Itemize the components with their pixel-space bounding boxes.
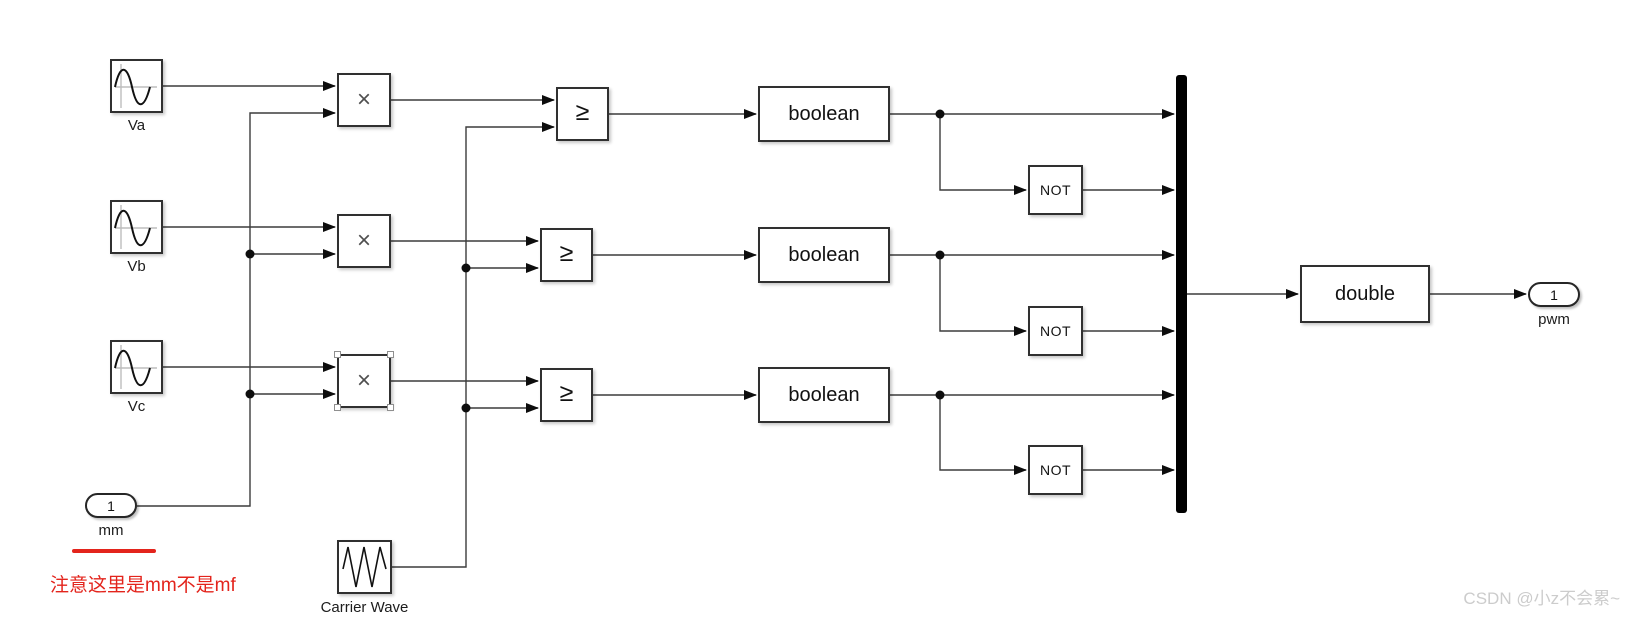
signal-wires <box>137 81 1527 568</box>
outport-number: 1 <box>1550 286 1558 303</box>
sine-source-vb-block[interactable] <box>110 200 163 254</box>
not-block-2[interactable]: NOT <box>1028 306 1083 356</box>
boolean-label: boolean <box>788 102 860 125</box>
sine-wave-icon <box>114 345 157 389</box>
product-block-2[interactable]: × <box>337 214 391 268</box>
sine-wave-icon <box>114 205 157 249</box>
not-label: NOT <box>1039 462 1072 478</box>
product-block-1[interactable]: × <box>337 73 391 127</box>
not-label: NOT <box>1039 182 1072 198</box>
selection-handle[interactable] <box>387 351 394 358</box>
annotation-underline <box>72 549 156 553</box>
vb-label: Vb <box>127 258 146 275</box>
boolean-cast-block-2[interactable]: boolean <box>758 227 890 283</box>
relational-operator-block-1[interactable]: ≥ <box>556 87 609 141</box>
greater-equal-icon: ≥ <box>575 98 590 126</box>
multiply-icon: × <box>356 227 371 254</box>
carrier-wave-label: Carrier Wave <box>320 599 409 616</box>
relational-operator-block-3[interactable]: ≥ <box>540 368 593 422</box>
mm-label: mm <box>98 522 124 539</box>
branch-dots <box>245 109 945 413</box>
not-block-1[interactable]: NOT <box>1028 165 1083 215</box>
selection-handle[interactable] <box>334 404 341 411</box>
pwm-label: pwm <box>1538 311 1570 328</box>
carrier-wave-block[interactable] <box>337 540 392 594</box>
sine-wave-icon <box>114 64 157 108</box>
outport-pwm-block[interactable]: 1 <box>1528 282 1580 307</box>
sine-source-va-block[interactable] <box>110 59 163 113</box>
annotation-text[interactable]: 注意这里是mm不是mf <box>50 575 236 596</box>
mux-block[interactable] <box>1176 75 1187 513</box>
not-label: NOT <box>1039 323 1072 339</box>
boolean-label: boolean <box>788 243 860 266</box>
multiply-icon: × <box>356 86 371 113</box>
inport-mm-block[interactable]: 1 <box>85 493 137 518</box>
multiply-icon: × <box>356 367 371 394</box>
watermark-text: CSDN @小z不会累~ <box>1463 589 1620 608</box>
vc-label: Vc <box>127 398 146 415</box>
inport-number: 1 <box>107 497 115 514</box>
relational-operator-block-2[interactable]: ≥ <box>540 228 593 282</box>
va-label: Va <box>127 117 146 134</box>
product-block-3-selected[interactable]: × <box>334 351 394 411</box>
boolean-label: boolean <box>788 383 860 406</box>
greater-equal-icon: ≥ <box>559 379 574 407</box>
triangle-wave-icon <box>342 546 387 588</box>
sine-source-vc-block[interactable] <box>110 340 163 394</box>
double-cast-block[interactable]: double <box>1300 265 1430 323</box>
selection-handle[interactable] <box>387 404 394 411</box>
not-block-3[interactable]: NOT <box>1028 445 1083 495</box>
boolean-cast-block-1[interactable]: boolean <box>758 86 890 142</box>
double-label: double <box>1334 282 1396 305</box>
greater-equal-icon: ≥ <box>559 239 574 267</box>
selection-handle[interactable] <box>334 351 341 358</box>
boolean-cast-block-3[interactable]: boolean <box>758 367 890 423</box>
